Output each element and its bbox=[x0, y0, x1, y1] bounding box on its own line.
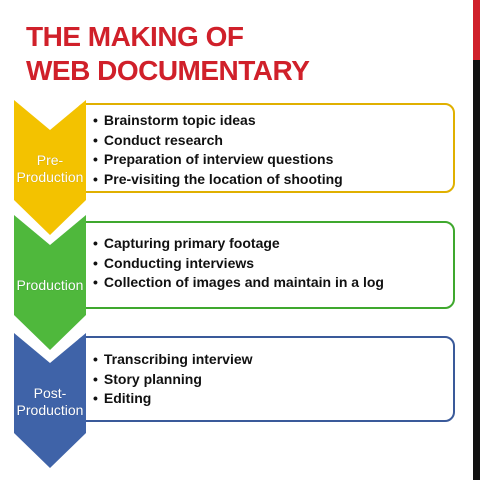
title-line-2: WEB DOCUMENTARY bbox=[26, 55, 310, 86]
list-item: Capturing primary footage bbox=[93, 234, 453, 254]
post-production-label: Post- Production bbox=[14, 385, 86, 419]
right-edge-bar bbox=[473, 0, 480, 480]
list-item: Preparation of interview questions bbox=[93, 150, 453, 170]
production-chevron bbox=[14, 215, 86, 350]
post-production-list: Transcribing interview Story planning Ed… bbox=[78, 338, 453, 409]
post-production-chevron bbox=[14, 333, 86, 468]
list-item: Conducting interviews bbox=[93, 254, 453, 274]
list-item: Conduct research bbox=[93, 131, 453, 151]
list-item: Collection of images and maintain in a l… bbox=[93, 273, 453, 293]
post-production-label-line-2: Production bbox=[16, 402, 84, 418]
production-label: Production bbox=[14, 277, 86, 294]
post-production-label-line-1: Post- bbox=[33, 385, 67, 401]
list-item: Transcribing interview bbox=[93, 350, 453, 370]
page-title: THE MAKING OF WEB DOCUMENTARY bbox=[26, 20, 310, 88]
pre-production-label-line-2: Production bbox=[16, 169, 84, 185]
post-production-box: Transcribing interview Story planning Ed… bbox=[76, 336, 455, 422]
list-item: Editing bbox=[93, 389, 453, 409]
pre-production-label-line-1: Pre- bbox=[36, 152, 64, 168]
production-label-line-2: Production bbox=[16, 277, 84, 293]
pre-production-box: Brainstorm topic ideas Conduct research … bbox=[76, 103, 455, 193]
production-chevron-shape bbox=[14, 215, 86, 350]
production-box: Capturing primary footage Conducting int… bbox=[76, 221, 455, 309]
pre-production-list: Brainstorm topic ideas Conduct research … bbox=[78, 105, 453, 189]
production-list: Capturing primary footage Conducting int… bbox=[78, 223, 453, 293]
title-line-1: THE MAKING OF bbox=[26, 21, 244, 52]
pre-production-label: Pre- Production bbox=[14, 152, 86, 186]
pre-production-chevron-shape bbox=[14, 100, 86, 235]
list-item: Pre-visiting the location of shooting bbox=[93, 170, 453, 190]
list-item: Brainstorm topic ideas bbox=[93, 111, 453, 131]
post-production-chevron-shape bbox=[14, 333, 86, 468]
list-item: Story planning bbox=[93, 370, 453, 390]
right-edge-accent bbox=[473, 0, 480, 60]
pre-production-chevron bbox=[14, 100, 86, 235]
